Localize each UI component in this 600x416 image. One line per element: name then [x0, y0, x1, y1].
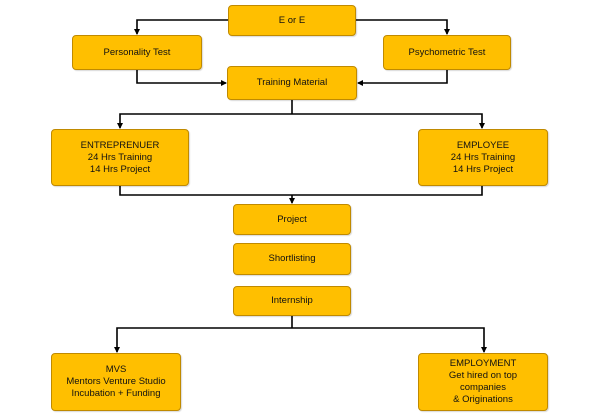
connector-internship-to-mvs — [114, 327, 292, 353]
node-line: Mentors Venture Studio — [66, 376, 166, 387]
connector-training-to-entreprenuer — [117, 113, 292, 129]
connector-psychometric-to-training — [357, 70, 448, 86]
node-personality-test: Personality Test — [72, 35, 202, 70]
node-internship: Internship — [233, 286, 351, 316]
node-e-or-e: E or E — [228, 5, 356, 36]
connector-employee-to-merge — [292, 186, 483, 196]
node-line: 24 Hrs Training — [87, 151, 153, 163]
node-line: ENTREPRENUER — [80, 139, 160, 151]
node-line: Training Material — [256, 77, 328, 88]
node-line: Personality Test — [103, 46, 171, 58]
node-line: Incubation + Funding — [71, 388, 161, 399]
node-shortlisting: Shortlisting — [233, 243, 351, 275]
node-training-material: Training Material — [227, 66, 357, 100]
connector-entreprenuer-to-merge — [119, 186, 292, 196]
node-line: Get hired on top — [448, 370, 518, 381]
psychometric-test-text: Psychometric Test — [409, 47, 486, 59]
node-line: 14 Hrs Project — [452, 163, 514, 175]
node-line: Psychometric Test — [408, 46, 486, 58]
node-line: 14 Hrs Project — [89, 163, 151, 175]
connector-eore-to-psychometric — [356, 19, 450, 35]
node-line: Project — [277, 213, 307, 225]
node-line: MVS — [105, 364, 127, 375]
node-line: Internship — [271, 295, 313, 306]
project-text: Project — [277, 214, 307, 226]
node-line: 24 Hrs Training — [450, 151, 516, 163]
node-line: & Originations — [453, 394, 513, 405]
connector-personality-to-training — [136, 70, 227, 86]
node-project: Project — [233, 204, 351, 235]
node-line: Shortlisting — [268, 253, 316, 264]
connector-eore-to-personality — [134, 19, 228, 35]
connector-training-to-employee — [292, 113, 485, 129]
node-line: companies — [460, 382, 506, 393]
training-material-text: Training Material — [257, 77, 327, 89]
e-or-e-text: E or E — [279, 15, 305, 27]
connector-internship-to-employment — [292, 327, 487, 353]
node-psychometric-test: Psychometric Test — [383, 35, 511, 70]
node-line: EMPLOYEE — [456, 139, 510, 151]
internship-text: Internship — [271, 295, 313, 307]
shortlisting-text: Shortlisting — [269, 253, 316, 265]
node-line: EMPLOYMENT — [449, 358, 517, 369]
node-line: E or E — [278, 14, 306, 26]
personality-test-text: Personality Test — [104, 47, 171, 59]
